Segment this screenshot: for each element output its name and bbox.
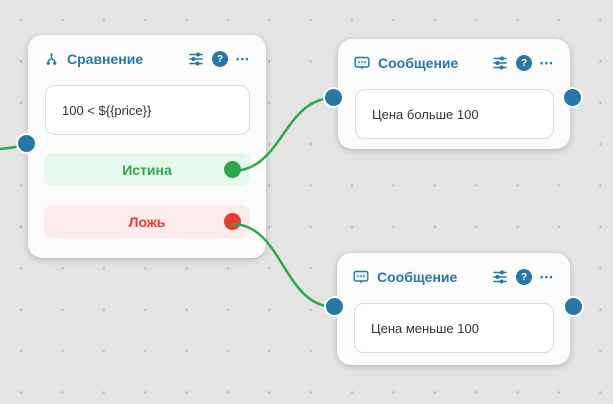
output-port-message-top[interactable]	[562, 87, 583, 108]
message-field[interactable]: Цена меньше 100	[354, 303, 554, 353]
input-port-message-bottom[interactable]	[324, 296, 345, 317]
edge-true-to-message[interactable]	[230, 96, 336, 173]
input-port-message-top[interactable]	[323, 87, 344, 108]
output-port-message-bottom[interactable]	[563, 296, 584, 317]
node-message-top[interactable]: Сообщение ? •••	[338, 39, 570, 149]
node-title: Сообщение	[378, 55, 459, 71]
help-icon[interactable]: ?	[516, 55, 533, 71]
more-options-icon[interactable]: •••	[540, 58, 554, 68]
message-bubble-icon	[354, 56, 370, 71]
condition-field[interactable]: 100 < ${{price}}	[45, 85, 250, 135]
message-bubble-icon	[353, 270, 369, 285]
more-options-icon[interactable]: •••	[236, 54, 250, 64]
output-true-label: Истина	[122, 161, 172, 178]
output-false-label: Ложь	[128, 213, 166, 230]
input-port-comparison[interactable]	[16, 133, 37, 154]
output-port-false[interactable]	[224, 213, 241, 230]
node-message-bottom[interactable]: Сообщение ? •••	[337, 253, 570, 365]
help-icon[interactable]: ?	[212, 51, 229, 67]
header-actions: ? •••	[492, 269, 554, 285]
settings-sliders-icon[interactable]	[188, 51, 204, 67]
edge-false-to-message[interactable]	[230, 222, 337, 309]
message-text: Цена больше 100	[372, 106, 479, 122]
message-text: Цена меньше 100	[371, 320, 479, 336]
output-row-true[interactable]: Истина	[44, 153, 250, 186]
comparison-branch-icon	[44, 52, 59, 67]
header-actions: ? •••	[492, 55, 554, 71]
condition-text: 100 < ${{price}}	[62, 102, 152, 118]
output-port-true[interactable]	[224, 161, 241, 178]
node-comparison[interactable]: Сравнение ? •••	[28, 35, 266, 258]
help-icon[interactable]: ?	[516, 269, 533, 285]
header-actions: ? •••	[188, 51, 250, 67]
node-title: Сообщение	[377, 269, 458, 285]
node-header: Сообщение ? •••	[338, 39, 570, 73]
node-title: Сравнение	[67, 51, 144, 67]
settings-sliders-icon[interactable]	[492, 55, 508, 71]
settings-sliders-icon[interactable]	[492, 269, 508, 285]
node-header: Сравнение ? •••	[28, 35, 266, 69]
output-row-false[interactable]: Ложь	[44, 205, 250, 238]
node-header: Сообщение ? •••	[337, 253, 570, 287]
message-field[interactable]: Цена больше 100	[355, 89, 554, 139]
more-options-icon[interactable]: •••	[540, 272, 554, 282]
